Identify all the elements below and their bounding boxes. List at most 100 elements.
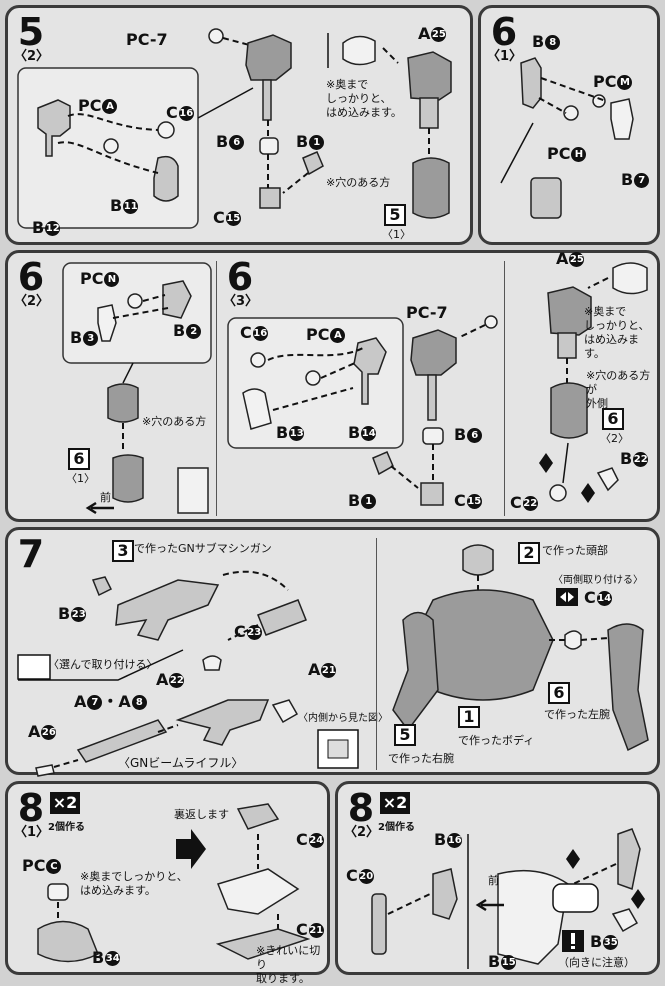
step-number: 6 — [17, 255, 45, 299]
substep-label: 〈2〉 — [14, 294, 50, 309]
front-label: 前 — [100, 491, 111, 504]
step-badge: 8 〈1〉 — [14, 789, 50, 840]
substep-label: 〈2〉 — [14, 49, 50, 64]
arrow-right-icon — [176, 829, 206, 869]
step-badge: 7 — [14, 532, 48, 576]
step8-1-diagram — [37, 883, 99, 963]
step8-2-diagram — [371, 828, 645, 969]
make-two-label: 2個作る — [378, 822, 415, 833]
note-hole-outside: ※穴のある方が 外側 — [586, 369, 651, 410]
note-push-in: ※奥までしっかりと、 はめ込みます。 — [80, 870, 188, 897]
ref-step-number: 2 — [518, 542, 540, 564]
made-right-arm: で作った右腕 — [388, 752, 454, 765]
step-badge: 6 〈1〉 — [487, 10, 523, 64]
step-number: 7 — [17, 532, 45, 576]
step6-2-diagram — [62, 262, 212, 514]
note-hole-side: ※穴のある方 — [142, 415, 207, 428]
step-number: 6 — [490, 10, 518, 54]
flip-over-label: 裏返します — [174, 808, 229, 821]
label-pc7: PC-7 — [126, 30, 168, 49]
times-two-badge: ×2 — [380, 792, 410, 814]
ref-substep: 〈2〉 — [600, 432, 629, 445]
step-badge: 5 〈2〉 — [14, 13, 50, 64]
ref-step-number: 3 — [112, 540, 134, 562]
ref-step-number: 6 — [548, 682, 570, 704]
inner-view-label: 〈内側から見た図〉 — [298, 713, 388, 724]
note-hole-side: ※穴のある方 — [326, 176, 391, 189]
rifle-label: 〈GNビームライフル〉 — [118, 756, 244, 770]
step5-main-diagram — [197, 28, 452, 219]
step6-3-leg-diagram — [539, 262, 648, 503]
step8-1-right-diagram — [215, 803, 311, 960]
divider — [216, 261, 217, 516]
select-attach-note: 〈選んで取り付ける〉 — [48, 658, 158, 671]
note-push-in: ※奥まで しっかりと、 はめ込みます。 — [326, 78, 402, 119]
made-gn-submachinegun: で作ったGNサブマシンガン — [134, 542, 272, 555]
substep-label: 〈1〉 — [14, 825, 50, 840]
made-left-arm: で作った左腕 — [544, 708, 610, 721]
substep-label: 〈2〉 — [344, 825, 380, 840]
ref-step-number: 5 — [384, 204, 406, 226]
step-badge-6-3: 6 〈3〉 — [223, 255, 258, 309]
divider — [504, 261, 505, 516]
ref-step-number: 5 — [394, 724, 416, 746]
inner-view-icon — [317, 729, 359, 769]
make-two-label: 2個作る — [48, 822, 85, 833]
times-two-badge: ×2 — [50, 792, 80, 814]
step6-1-diagram — [500, 57, 634, 219]
step7-body-assembly-diagram — [392, 544, 649, 752]
caution-icon — [562, 930, 584, 952]
ref-substep: 〈1〉 — [382, 228, 411, 241]
substep-label: 〈1〉 — [487, 49, 523, 64]
front-label: 前 — [488, 874, 499, 887]
made-body: で作ったボディ — [458, 734, 535, 747]
note-push-in: ※奥まで しっかりと、 はめ込みます。 — [584, 305, 650, 360]
step-badge: 6 〈2〉 — [14, 255, 50, 309]
step7-weapons-diagram — [17, 570, 307, 777]
ref-step-number: 6 — [68, 448, 90, 470]
divider — [376, 538, 377, 770]
front-arrow-icon — [85, 501, 114, 515]
orientation-caution: （向きに注意） — [558, 956, 635, 969]
step-number: 6 — [226, 255, 254, 299]
